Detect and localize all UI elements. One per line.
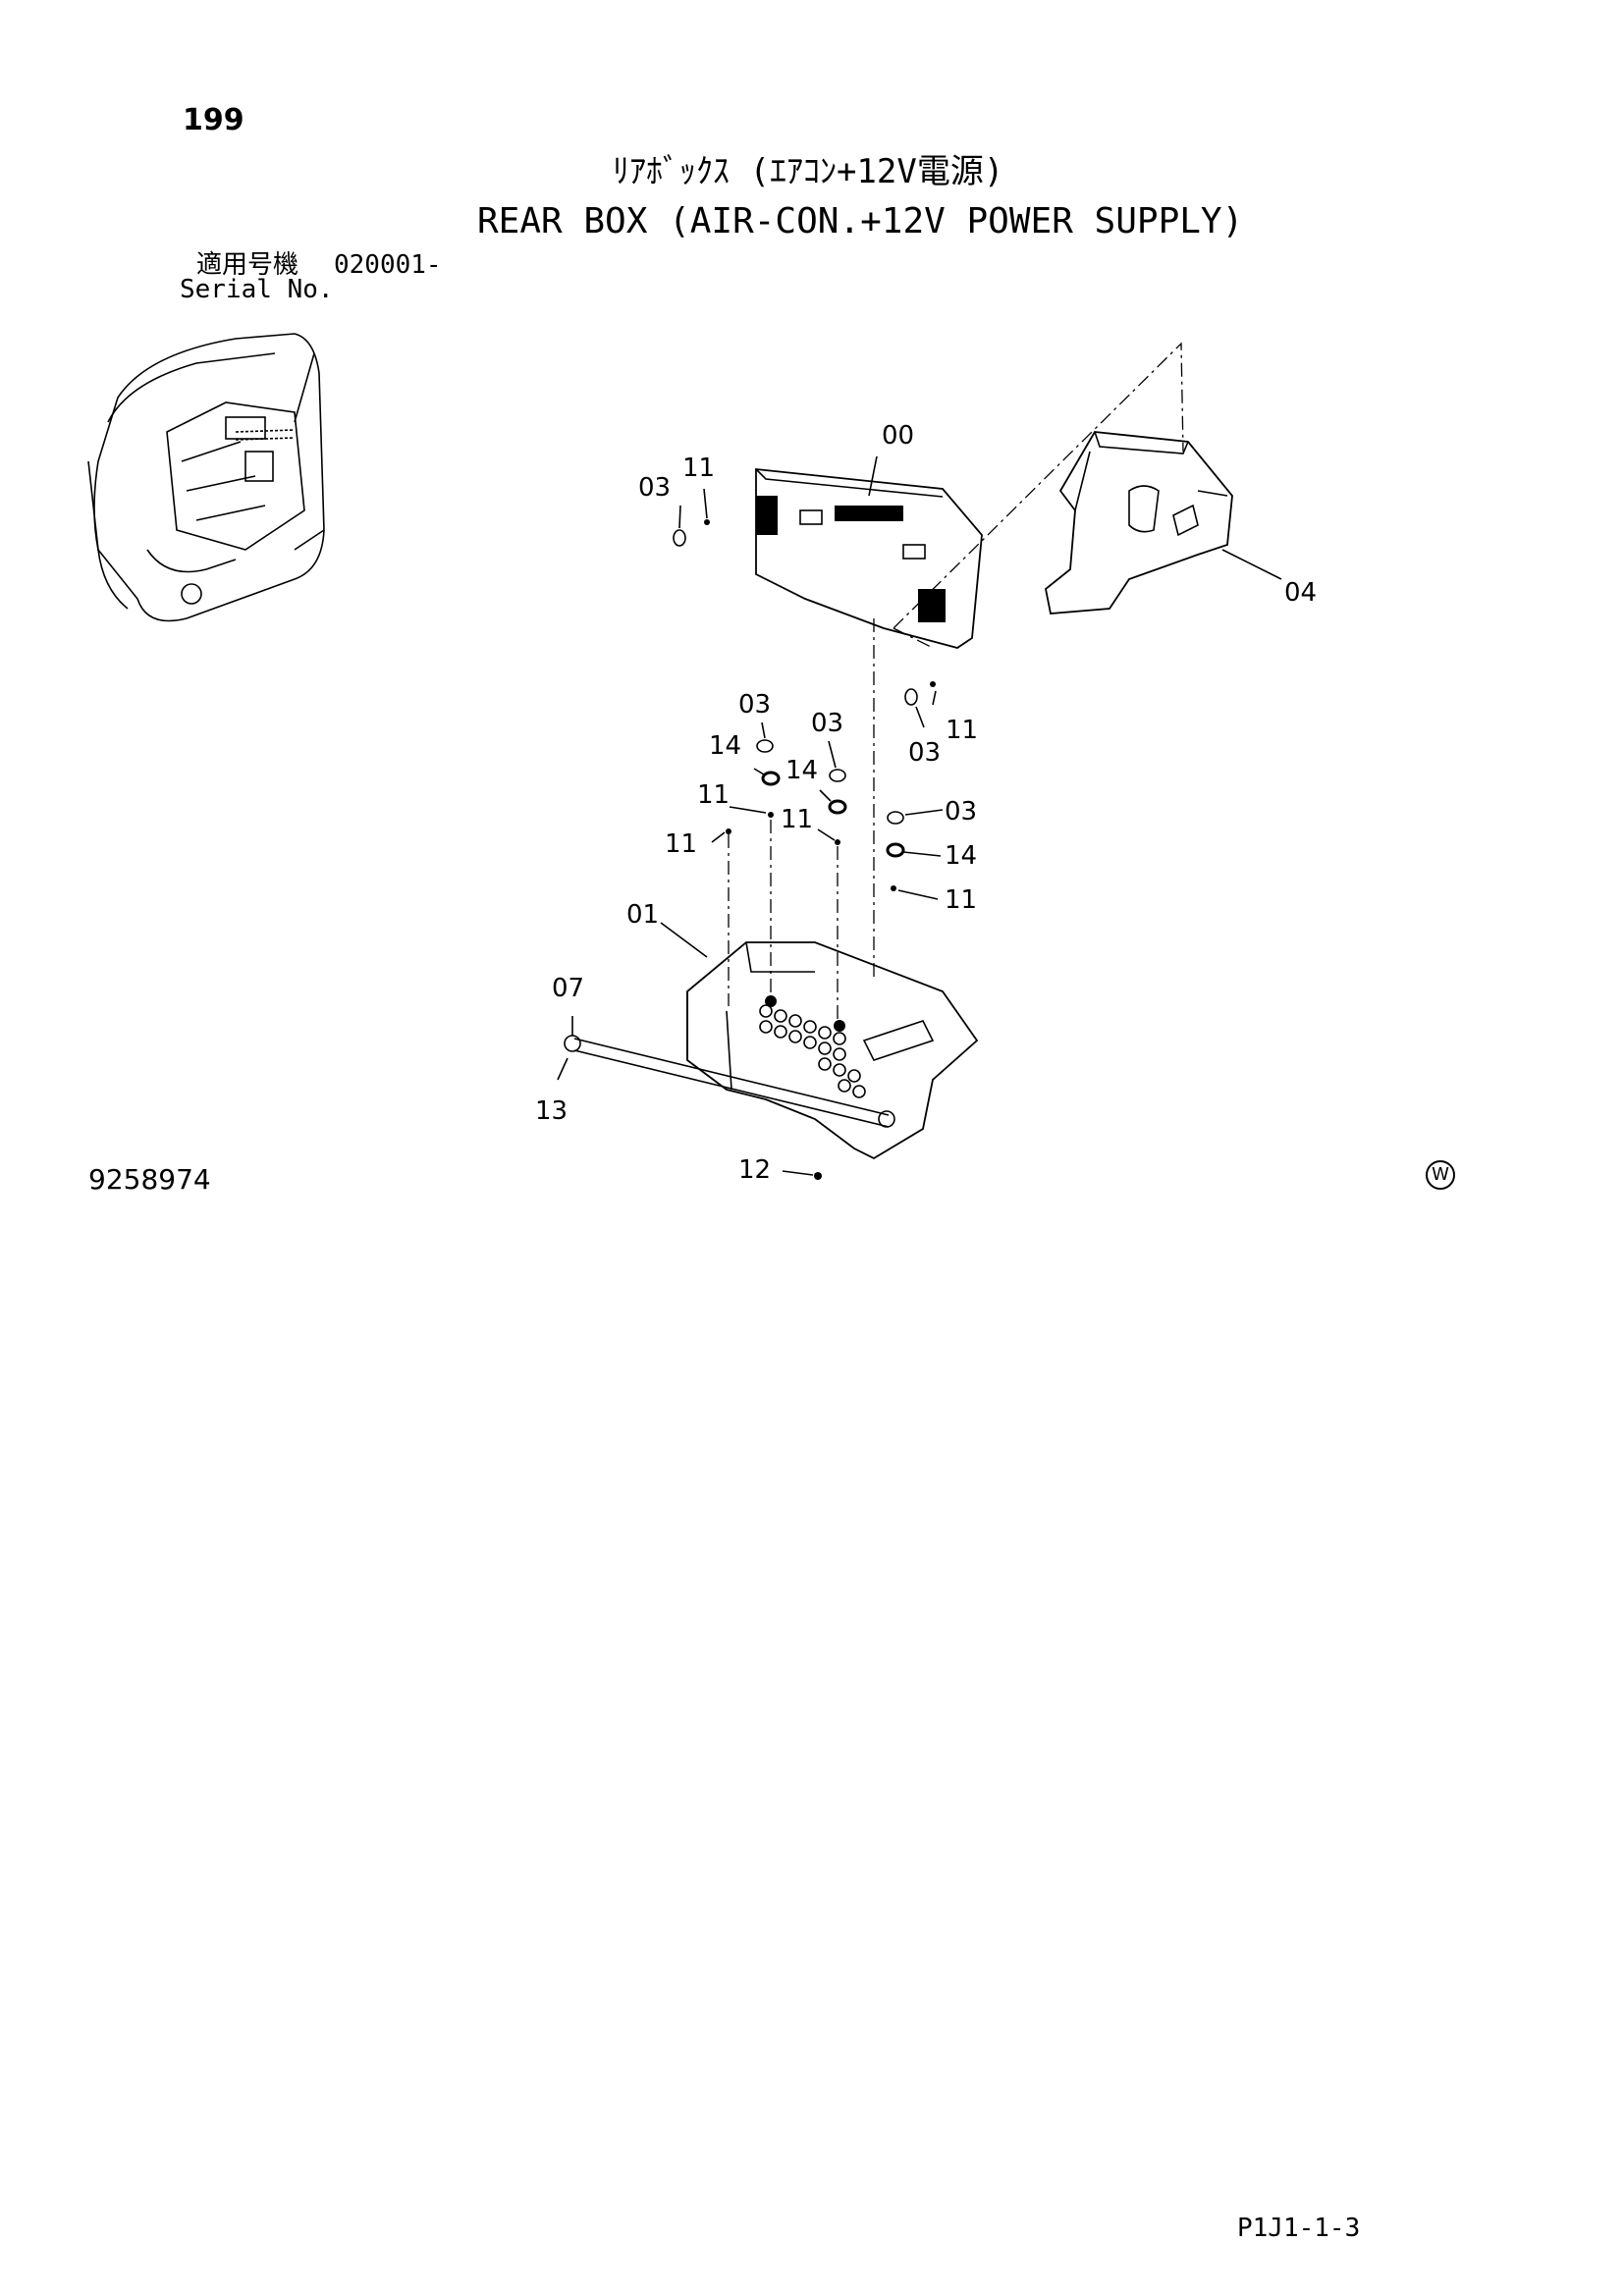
callout-11: 11 bbox=[665, 829, 697, 859]
assembly-centerlines bbox=[728, 342, 1184, 1021]
callout-03: 03 bbox=[738, 690, 771, 720]
page-number: 199 bbox=[183, 103, 244, 137]
serial-number-value: 020001- bbox=[334, 250, 442, 280]
callout-11: 11 bbox=[697, 780, 730, 810]
callout-14: 14 bbox=[945, 841, 977, 871]
callout-11: 11 bbox=[946, 716, 978, 745]
callout-12: 12 bbox=[738, 1155, 771, 1185]
ventilation-holes bbox=[759, 1004, 866, 1098]
callout-11: 11 bbox=[682, 454, 715, 483]
callout-14: 14 bbox=[709, 731, 741, 761]
page-reference: P1J1-1-3 bbox=[1237, 2214, 1361, 2243]
cab-overview-illustration bbox=[87, 333, 325, 622]
part-01-lower-box bbox=[564, 941, 979, 1160]
callout-07: 07 bbox=[552, 974, 584, 1003]
callout-00: 00 bbox=[882, 421, 914, 451]
callout-01: 01 bbox=[626, 900, 659, 930]
callout-03: 03 bbox=[811, 709, 843, 738]
serial-label-english: Serial No. bbox=[180, 275, 334, 304]
small-hardware bbox=[673, 519, 936, 1180]
callout-labels: 00 04 03 11 03 03 11 03 14 14 11 11 11 0… bbox=[535, 421, 1317, 1185]
callout-03: 03 bbox=[908, 738, 941, 768]
callout-04: 04 bbox=[1284, 578, 1317, 608]
title-japanese: ﾘｱﾎﾞｯｸｽ (ｴｱｺﾝ+12V電源) bbox=[613, 152, 1004, 191]
leader-lines bbox=[557, 455, 1282, 1176]
callout-11: 11 bbox=[945, 885, 977, 915]
w-circle-mark: W bbox=[1426, 1160, 1455, 1190]
part-code: 9258974 bbox=[88, 1163, 211, 1196]
callout-11: 11 bbox=[781, 805, 813, 834]
title-english: REAR BOX (AIR-CON.+12V POWER SUPPLY) bbox=[477, 201, 1244, 241]
callout-14: 14 bbox=[785, 756, 818, 785]
serial-label-japanese: 適用号機 bbox=[196, 250, 299, 280]
part-04-bracket bbox=[1045, 431, 1233, 614]
callout-03: 03 bbox=[638, 473, 671, 503]
part-00-upper-cover bbox=[755, 468, 983, 649]
callout-03: 03 bbox=[945, 797, 977, 827]
callout-13: 13 bbox=[535, 1096, 568, 1126]
